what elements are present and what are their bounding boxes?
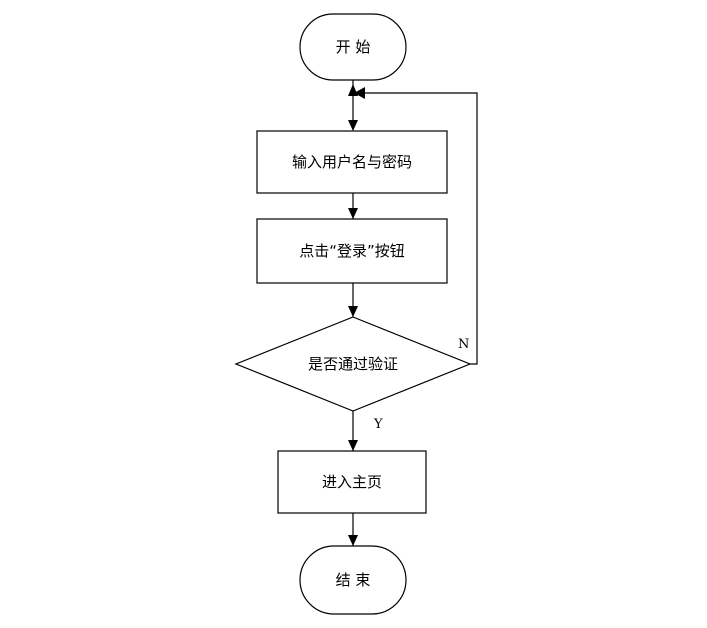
input-node: 输入用户名与密码 <box>256 130 448 194</box>
input-label: 输入用户名与密码 <box>292 153 412 171</box>
home-node: 进入主页 <box>277 450 427 514</box>
home-process-shape <box>277 450 427 514</box>
start-node: 开 始 <box>299 13 407 81</box>
arrowhead-end <box>348 535 358 546</box>
click-login-label: 点击“登录”按钮 <box>299 242 405 260</box>
arrowhead-loop <box>354 87 365 99</box>
home-label: 进入主页 <box>322 473 382 491</box>
arrowhead-verify <box>348 306 358 317</box>
arrowhead-input <box>348 120 358 131</box>
edge-verify-no-loop <box>356 92 478 365</box>
arrowhead-home <box>348 440 358 451</box>
end-terminal-shape <box>299 545 407 615</box>
end-label: 结 束 <box>336 571 371 589</box>
yes-branch-label: Y <box>373 417 383 432</box>
verify-node: 是否通过验证 <box>234 316 472 412</box>
arrowhead-click <box>348 208 358 219</box>
click-login-node: 点击“登录”按钮 <box>256 218 448 284</box>
no-branch-label: N <box>458 337 469 352</box>
verify-label: 是否通过验证 <box>308 355 398 373</box>
start-label: 开 始 <box>336 38 371 56</box>
click-login-process-shape <box>256 218 448 284</box>
end-node: 结 束 <box>299 545 407 615</box>
input-process-shape <box>256 130 448 194</box>
